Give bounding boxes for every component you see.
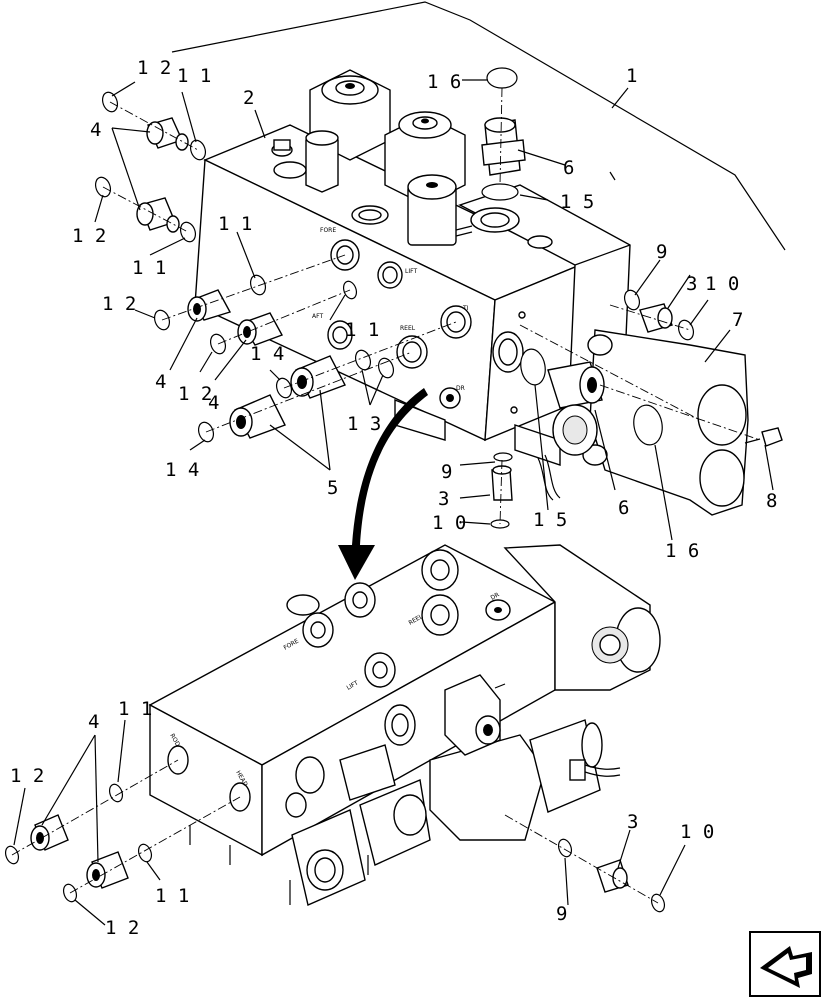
next-page-arrow-icon[interactable] xyxy=(749,931,821,997)
callout-1: 1 xyxy=(626,65,637,87)
stamp-dr: DR xyxy=(456,385,465,392)
callout-11-center: 1 1 xyxy=(345,319,379,341)
callout-16-upper: 1 6 xyxy=(427,71,461,93)
stamp-lift: LIFT xyxy=(405,268,417,275)
callout-11-lower-bottom: 1 1 xyxy=(155,885,189,907)
callout-15-upper: 1 5 xyxy=(560,191,594,213)
stamp-ti: TI xyxy=(462,305,469,312)
callout-6-upper: 6 xyxy=(563,157,574,179)
upper-orings xyxy=(94,67,695,529)
callout-6-lower: 6 xyxy=(618,497,629,519)
leader-lines xyxy=(13,79,774,926)
callout-9-lower: 9 xyxy=(556,903,567,925)
upper-port-stamps: FORE LIFT AFT REEL TI DR xyxy=(312,227,469,392)
stamp-dr-2: DR xyxy=(490,591,501,601)
callout-12-top: 1 2 xyxy=(137,57,171,79)
stamp-fore: FORE xyxy=(320,227,336,234)
callout-11-top: 1 1 xyxy=(177,65,211,87)
callout-5: 5 xyxy=(327,477,338,499)
callout-4-lower: 4 xyxy=(88,711,99,733)
upper-valve-block xyxy=(194,69,631,466)
callout-12-mid: 1 2 xyxy=(72,225,106,247)
stamp-reel: REEL xyxy=(400,325,416,332)
callout-9-mid: 9 xyxy=(441,461,452,483)
callout-14-lower: 1 4 xyxy=(165,459,199,481)
callout-4-left: 4 xyxy=(155,371,166,393)
callout-4-mid: 4 xyxy=(208,392,219,414)
stamp-aft: AFT xyxy=(312,313,323,320)
callout-16-lower: 1 6 xyxy=(665,540,699,562)
callout-11-mid: 1 1 xyxy=(132,257,166,279)
callout-12-block: 1 2 xyxy=(178,383,212,405)
callout-7: 7 xyxy=(732,309,743,331)
callout-12-left: 1 2 xyxy=(102,293,136,315)
callout-10-upper: 1 0 xyxy=(705,273,739,295)
callout-2: 2 xyxy=(243,87,254,109)
callout-13: 1 3 xyxy=(347,413,381,435)
view-transition-arrow xyxy=(338,388,428,580)
upper-centerlines xyxy=(102,87,761,525)
callout-12-lower-bottom: 1 2 xyxy=(105,917,139,939)
callout-3-lower: 3 xyxy=(627,811,638,833)
lower-fittings xyxy=(4,759,666,913)
callout-4-top: 4 xyxy=(90,119,101,141)
callout-3-upper: 3 xyxy=(686,273,697,295)
upper-fittings xyxy=(136,117,673,501)
mounting-bracket xyxy=(582,329,783,516)
callout-10-mid: 1 0 xyxy=(432,512,466,534)
assembly-bracket-line xyxy=(171,1,786,251)
callout-12-lower-top: 1 2 xyxy=(10,765,44,787)
callout-8: 8 xyxy=(766,490,777,512)
callout-numbers: 1 2 3 3 3 4 4 4 4 5 6 6 7 8 9 9 9 1 0 1 … xyxy=(10,57,777,939)
callout-15-lower: 1 5 xyxy=(533,509,567,531)
callout-14-upper: 1 4 xyxy=(250,343,284,365)
callout-11-lower-top: 1 1 xyxy=(118,698,152,720)
callout-3-mid: 3 xyxy=(438,488,449,510)
callout-10-lower: 1 0 xyxy=(680,821,714,843)
lower-valve-block xyxy=(148,544,661,906)
callout-11-block: 1 1 xyxy=(218,213,252,235)
callout-9-upper: 9 xyxy=(656,241,667,263)
